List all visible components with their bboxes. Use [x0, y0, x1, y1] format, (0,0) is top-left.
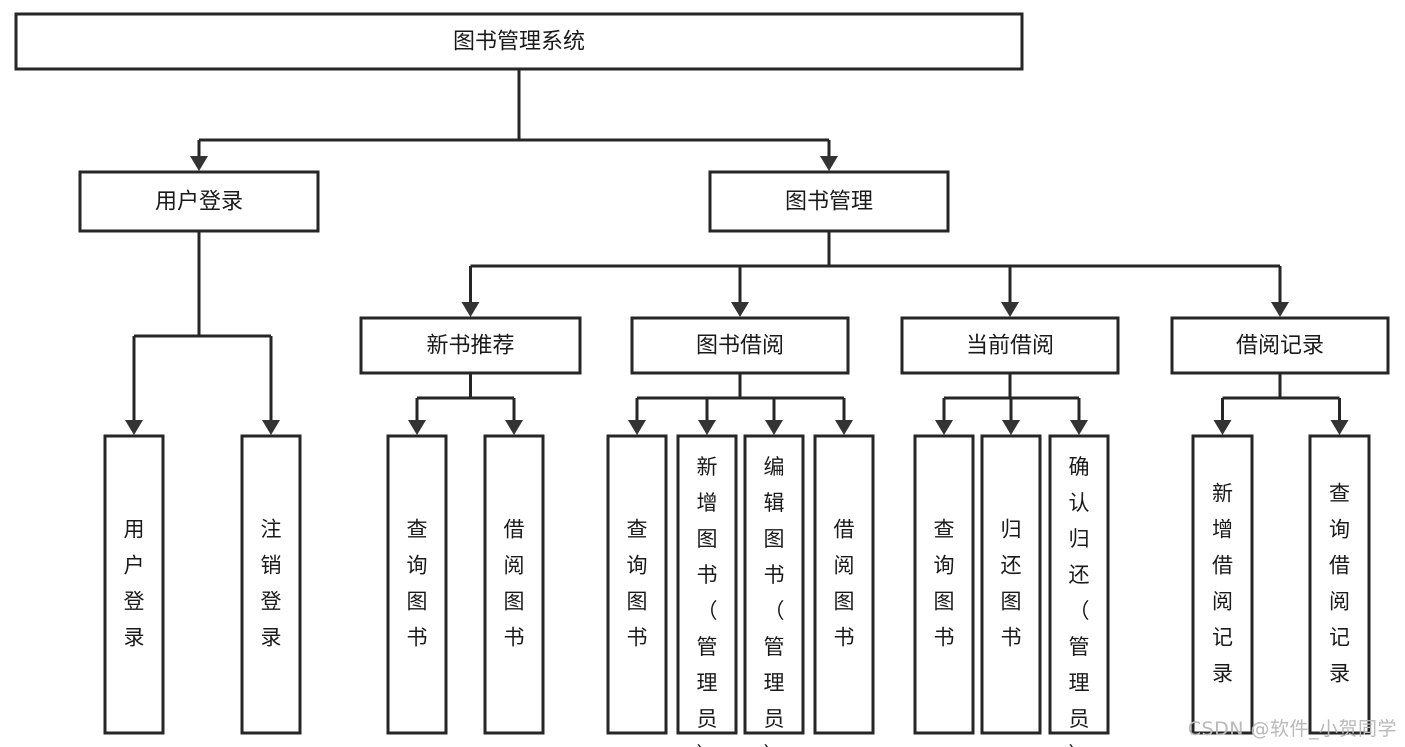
node-box: [103, 434, 165, 735]
edge-group-borrow-record: [1213, 373, 1349, 435]
node-book-borrow[interactable]: 图书借阅: [630, 316, 850, 375]
node-leaf-add-record[interactable]: 新增借阅记录: [1191, 434, 1254, 735]
node-label: 新增图书（管理员）: [697, 455, 718, 747]
edge-group-user-login: [125, 231, 280, 435]
arrowhead-icon: [505, 420, 523, 435]
node-box: [708, 170, 950, 233]
arrowhead-icon: [1271, 302, 1289, 317]
node-box: [606, 434, 668, 735]
node-label: 当前借阅: [966, 334, 1054, 359]
node-layer: 图书管理系统用户登录图书管理新书推荐图书借阅当前借阅借阅记录用户登录注销登录查询…: [14, 12, 1390, 747]
node-box: [240, 434, 302, 735]
edge-layer: [125, 69, 1349, 435]
node-box: [900, 316, 1120, 375]
arrowhead-icon: [1001, 302, 1019, 317]
arrowhead-icon: [765, 420, 783, 435]
node-user-login[interactable]: 用户登录: [78, 170, 320, 233]
edge-group-book-manage: [461, 231, 1289, 317]
node-leaf-query-record[interactable]: 查询借阅记录: [1308, 434, 1371, 735]
node-label: 用户登录: [155, 190, 243, 215]
node-label: 归还图书: [1001, 518, 1022, 650]
node-leaf-borrow-book-2[interactable]: 借阅图书: [813, 434, 875, 735]
edge-group-current-borrow: [935, 373, 1088, 435]
node-label: 查询图书: [627, 518, 648, 650]
node-box: [1170, 316, 1390, 375]
node-leaf-edit-book-admin[interactable]: 编辑图书（管理员）: [743, 434, 805, 747]
node-box: [1308, 434, 1371, 735]
node-leaf-borrow-book-1[interactable]: 借阅图书: [483, 434, 545, 735]
edge-group-new-book-rec: [408, 373, 523, 435]
node-book-manage[interactable]: 图书管理: [708, 170, 950, 233]
node-label: 注销登录: [261, 518, 282, 650]
node-borrow-record[interactable]: 借阅记录: [1170, 316, 1390, 375]
node-label: 查询借阅记录: [1329, 482, 1350, 686]
node-label: 查询图书: [934, 518, 955, 650]
node-box: [980, 434, 1042, 735]
edge-group-book-borrow: [628, 373, 853, 435]
node-box: [813, 434, 875, 735]
arrowhead-icon: [731, 302, 749, 317]
node-label: 新增借阅记录: [1212, 482, 1233, 686]
node-label: 新书推荐: [426, 334, 514, 359]
node-box: [483, 434, 545, 735]
node-leaf-add-book-admin[interactable]: 新增图书（管理员）: [676, 434, 738, 747]
arrowhead-icon: [190, 156, 208, 171]
arrowhead-icon: [461, 302, 480, 317]
edge-group-root: [190, 69, 838, 171]
node-leaf-confirm-return-admin[interactable]: 确认归还（管理员）: [1048, 434, 1110, 747]
arrowhead-icon: [262, 420, 280, 435]
node-leaf-logout[interactable]: 注销登录: [240, 434, 302, 735]
node-label: 借阅图书: [834, 518, 855, 650]
arrowhead-icon: [935, 420, 953, 435]
node-label: 用户登录: [124, 518, 145, 650]
arrowhead-icon: [1070, 420, 1088, 435]
arrowhead-icon: [820, 156, 838, 171]
node-label: 图书管理系统: [453, 30, 585, 55]
node-label: 编辑图书（管理员）: [764, 455, 785, 747]
node-label: 查询图书: [407, 518, 428, 650]
arrowhead-icon: [125, 420, 143, 435]
node-box: [630, 316, 850, 375]
node-label: 图书借阅: [696, 334, 784, 359]
node-label: 借阅图书: [504, 518, 525, 650]
arrowhead-icon: [1213, 420, 1232, 435]
node-new-book-rec[interactable]: 新书推荐: [359, 316, 582, 375]
node-label: 借阅记录: [1236, 334, 1324, 359]
node-box: [386, 434, 448, 735]
node-box: [743, 434, 805, 735]
node-label: 确认归还（管理员）: [1069, 455, 1090, 747]
node-box: [359, 316, 582, 375]
arrowhead-icon: [1330, 420, 1349, 435]
arrowhead-icon: [408, 420, 426, 435]
node-leaf-return-book[interactable]: 归还图书: [980, 434, 1042, 735]
node-box: [14, 12, 1024, 71]
arrowhead-icon: [835, 420, 853, 435]
node-box: [1048, 434, 1110, 735]
node-current-borrow[interactable]: 当前借阅: [900, 316, 1120, 375]
node-leaf-query-book-3[interactable]: 查询图书: [913, 434, 975, 735]
node-leaf-user-login[interactable]: 用户登录: [103, 434, 165, 735]
node-leaf-query-book-1[interactable]: 查询图书: [386, 434, 448, 735]
arrowhead-icon: [628, 420, 646, 435]
arrowhead-icon: [1002, 420, 1020, 435]
node-box: [78, 170, 320, 233]
node-leaf-query-book-2[interactable]: 查询图书: [606, 434, 668, 735]
node-label: 图书管理: [785, 190, 873, 215]
node-box: [676, 434, 738, 735]
node-box: [913, 434, 975, 735]
arrowhead-icon: [698, 420, 716, 435]
node-root[interactable]: 图书管理系统: [14, 12, 1024, 71]
node-box: [1191, 434, 1254, 735]
